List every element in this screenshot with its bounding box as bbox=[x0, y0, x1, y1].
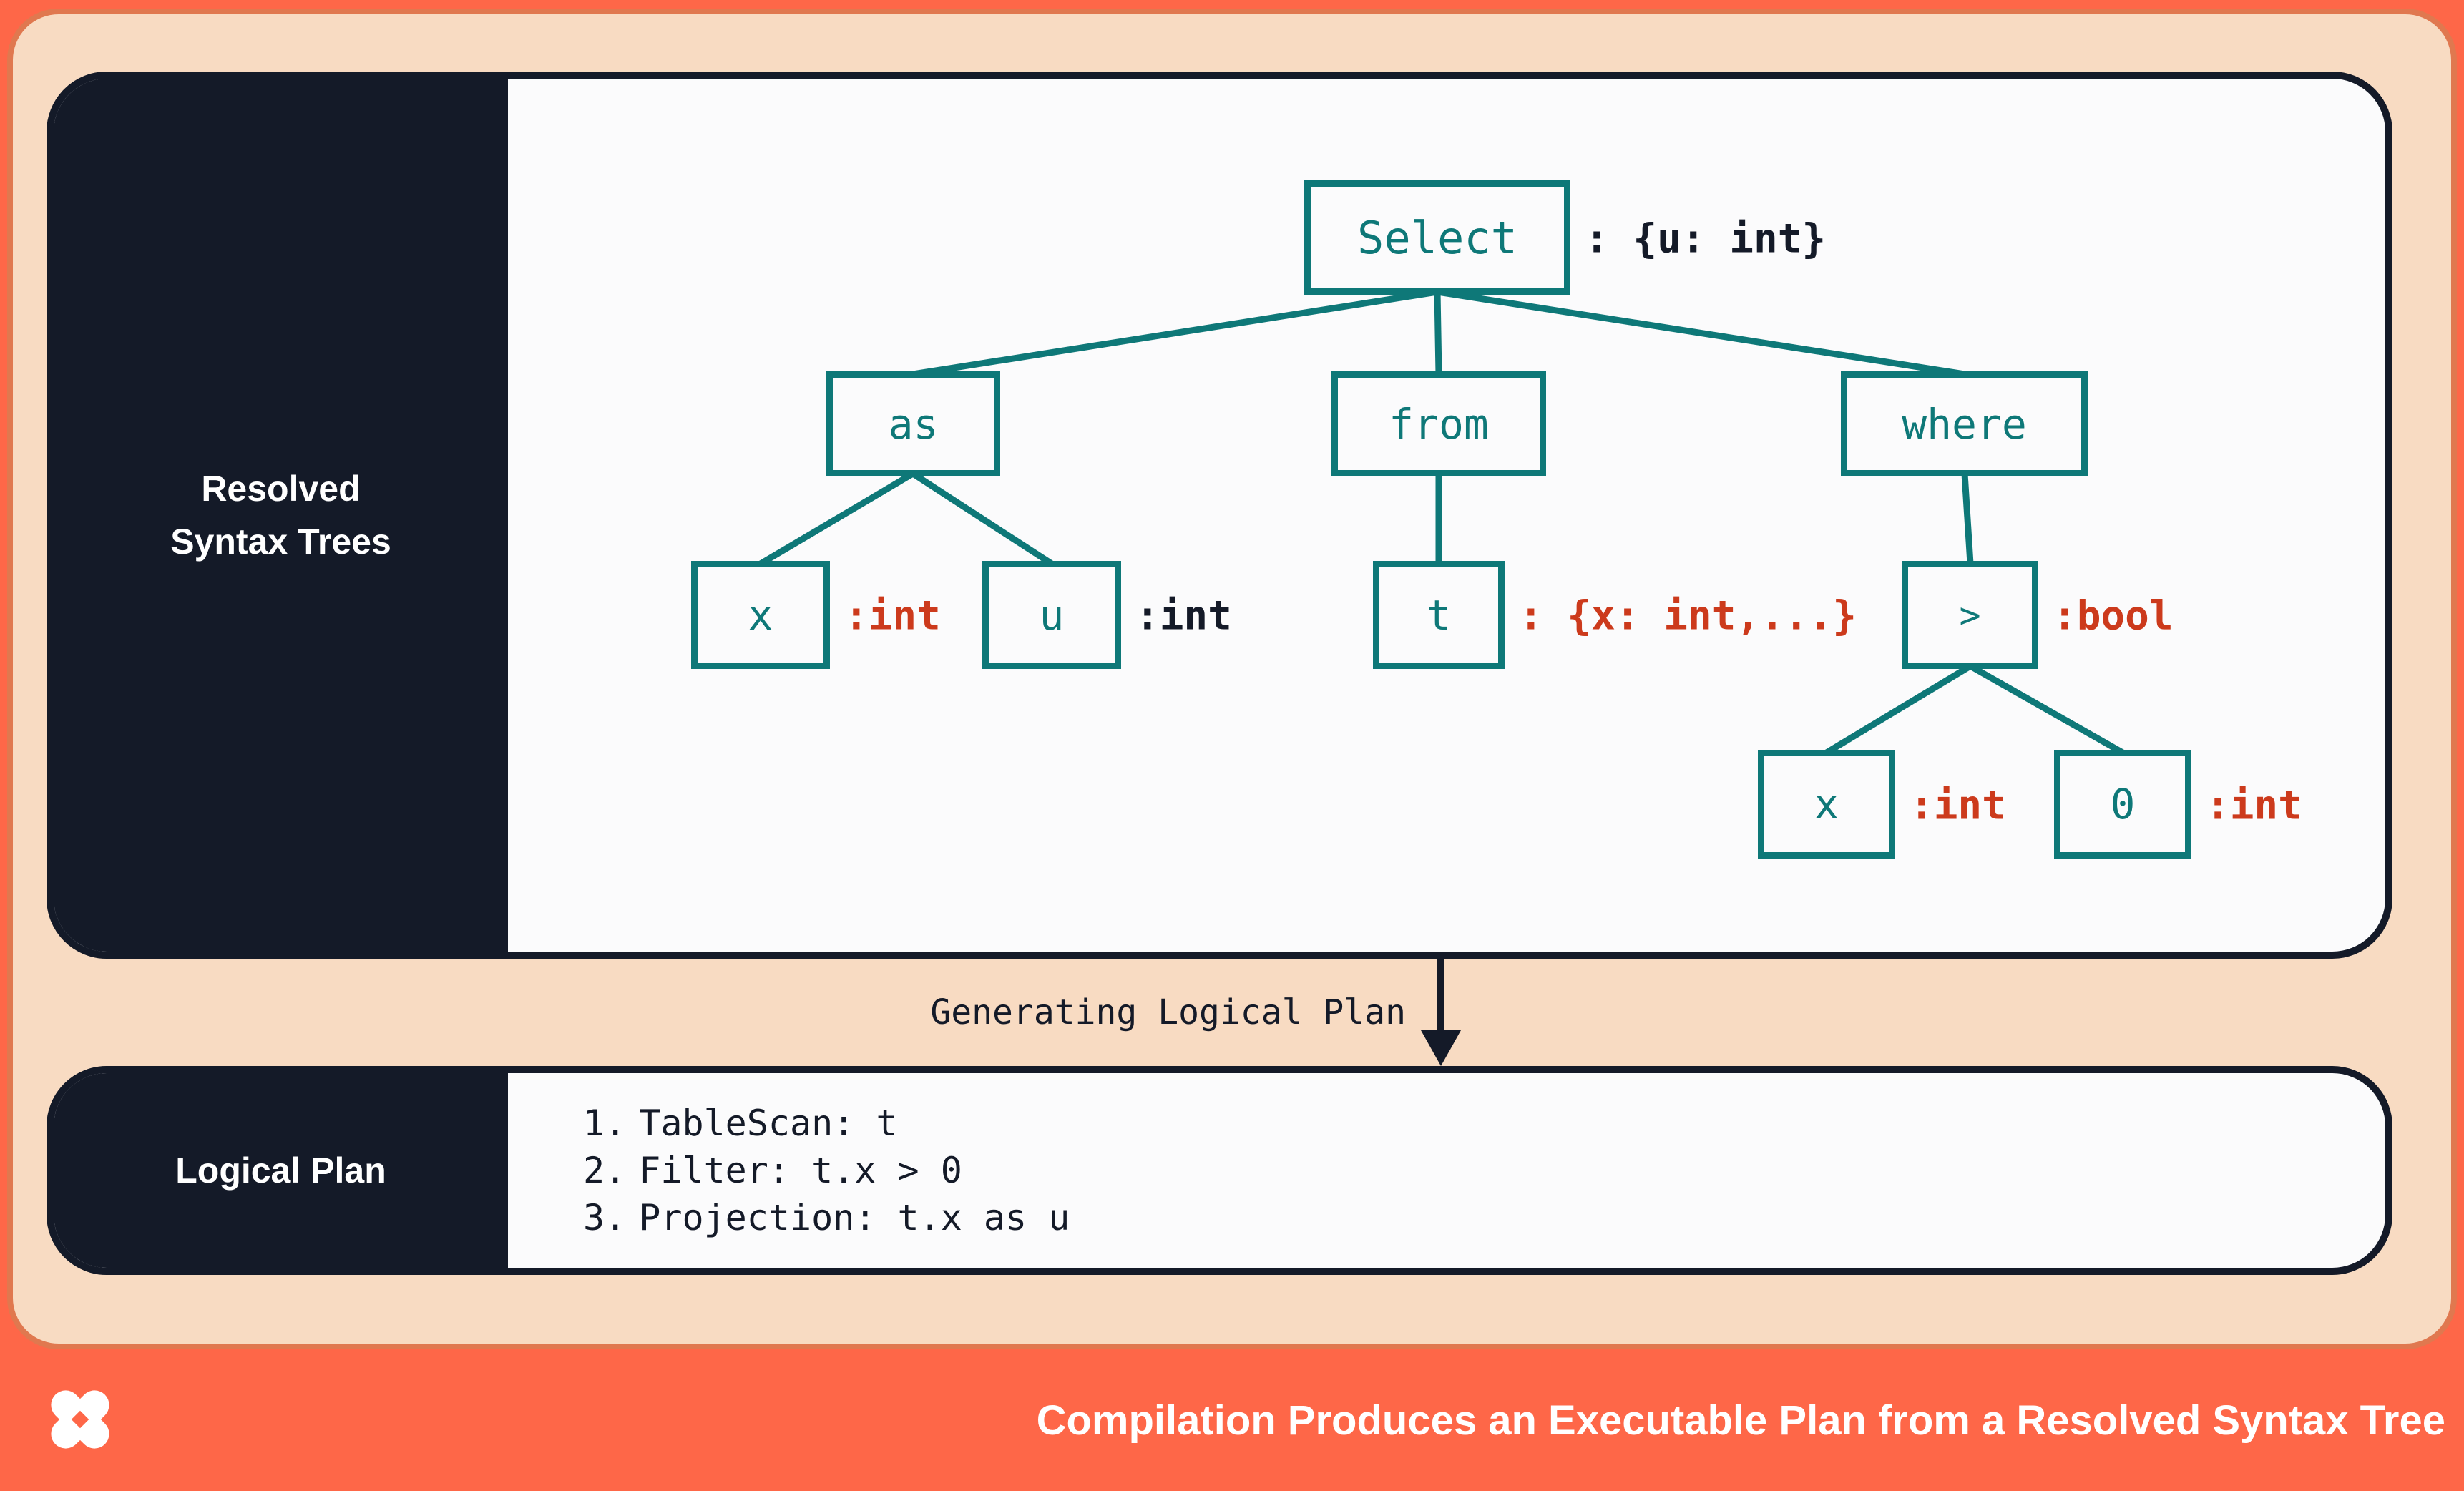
node-label: 0 bbox=[2110, 780, 2136, 828]
plan-step: 1. TableScan: t bbox=[583, 1100, 1070, 1147]
tree-node-zero: 0 bbox=[2054, 750, 2191, 859]
type-annotation: :int bbox=[1135, 592, 1232, 640]
logical-plan-content: 1. TableScan: t 2. Filter: t.x > 0 3. Pr… bbox=[508, 1073, 2385, 1268]
tree-edge bbox=[1961, 473, 1974, 564]
transition-label: Generating Logical Plan bbox=[930, 992, 1406, 1032]
node-label: u bbox=[1039, 590, 1065, 640]
tree-edge bbox=[758, 471, 915, 567]
panel-label-line: Resolved bbox=[201, 469, 361, 509]
plan-step-text: Filter: t.x > 0 bbox=[639, 1150, 962, 1191]
plan-step-number: 2. bbox=[583, 1150, 627, 1191]
syntax-tree-canvas: Select as from where x u t > x 0 : {u: i… bbox=[508, 79, 2385, 952]
tree-node-t: t bbox=[1373, 561, 1505, 669]
type-annotation: :int bbox=[2206, 782, 2302, 829]
plan-step: 3. Projection: t.x as u bbox=[583, 1194, 1070, 1241]
tree-node-greater-than: > bbox=[1902, 561, 2038, 669]
plan-step-number: 3. bbox=[583, 1197, 627, 1238]
node-label: x bbox=[1814, 780, 1839, 828]
tree-node-x: x bbox=[1758, 750, 1895, 859]
logical-plan-steps: 1. TableScan: t 2. Filter: t.x > 0 3. Pr… bbox=[583, 1100, 1070, 1241]
tree-node-x: x bbox=[691, 561, 830, 669]
node-label: Select bbox=[1357, 211, 1517, 264]
tree-node-select: Select bbox=[1304, 180, 1570, 295]
plan-step: 2. Filter: t.x > 0 bbox=[583, 1147, 1070, 1194]
tree-edge bbox=[1968, 663, 2125, 756]
plan-step-number: 1. bbox=[583, 1103, 627, 1144]
tree-node-as: as bbox=[826, 371, 1000, 476]
type-annotation: : {x: int,...} bbox=[1519, 592, 1857, 640]
type-annotation: :int bbox=[1910, 782, 2006, 829]
logical-plan-panel: Logical Plan 1. TableScan: t 2. Filter: … bbox=[47, 1066, 2392, 1275]
node-label: as bbox=[888, 399, 939, 449]
node-label: x bbox=[748, 590, 773, 640]
plan-step-text: Projection: t.x as u bbox=[639, 1197, 1070, 1238]
panel-label-line: Syntax Trees bbox=[170, 522, 391, 562]
type-annotation: :bool bbox=[2053, 592, 2174, 640]
tree-edges bbox=[758, 288, 2125, 756]
tree-edge bbox=[1437, 288, 1965, 378]
node-label: t bbox=[1426, 590, 1452, 640]
tree-node-u: u bbox=[982, 561, 1121, 669]
resolved-syntax-trees-panel: Resolved Syntax Trees Select as fro bbox=[47, 72, 2392, 959]
node-label: from bbox=[1389, 399, 1489, 449]
plan-step-text: TableScan: t bbox=[639, 1103, 898, 1144]
tree-edge bbox=[1824, 663, 1972, 756]
down-arrow-icon bbox=[1421, 959, 1461, 1066]
panel-label-resolved-syntax-trees: Resolved Syntax Trees bbox=[54, 79, 508, 952]
tree-edge bbox=[911, 471, 1054, 567]
panel-label-logical-plan: Logical Plan bbox=[54, 1073, 508, 1268]
node-label: > bbox=[1959, 594, 1981, 636]
tree-edge bbox=[1434, 291, 1442, 375]
type-annotation: : {u: int} bbox=[1585, 215, 1827, 263]
footer-caption: Compilation Produces an Executable Plan … bbox=[1036, 1397, 2445, 1444]
tree-edge bbox=[912, 288, 1438, 378]
type-annotation: :int bbox=[844, 592, 941, 640]
tree-node-from: from bbox=[1331, 371, 1546, 476]
syntax-tree: Select as from where x u t > x 0 : {u: i… bbox=[508, 79, 2385, 952]
footer-bar: Compilation Produces an Executable Plan … bbox=[0, 1349, 2464, 1491]
node-label: where bbox=[1902, 399, 2027, 449]
tree-node-where: where bbox=[1841, 371, 2088, 476]
x-pinwheel-logo-icon bbox=[51, 1390, 109, 1449]
panel-label-line: Logical Plan bbox=[175, 1150, 386, 1191]
